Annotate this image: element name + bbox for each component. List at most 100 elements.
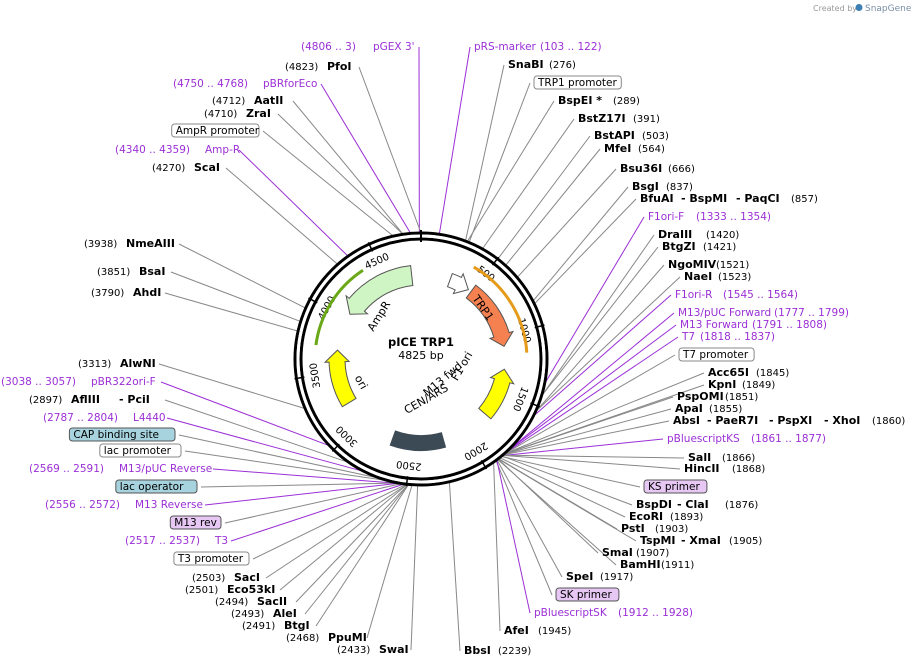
site-label: PspOMI(1851) <box>677 390 758 403</box>
site-label: ApaI(1855) <box>675 402 742 415</box>
enzyme-name: - PspXI <box>769 414 812 427</box>
site-position: (1903) <box>655 524 688 535</box>
site-label: BstAPI(503) <box>594 129 669 142</box>
primer-name: pBR322ori-F <box>91 376 156 388</box>
f1ori-feature <box>478 368 515 420</box>
leader-line <box>542 246 659 395</box>
site-label: CAP binding site <box>68 427 176 442</box>
primer-range: (2787 .. 2804) <box>43 412 118 424</box>
feature-box <box>115 479 198 494</box>
primer-label: (4806 .. 3)pGEX 3' <box>301 41 415 53</box>
leader-line <box>166 417 361 472</box>
primer-label: (2556 .. 2572)M13 Reverse <box>45 499 203 511</box>
leader-line <box>498 458 637 542</box>
leader-line <box>224 483 400 524</box>
primer-label: (3038 .. 3057)pBR322ori-F <box>1 376 156 388</box>
enzyme-name: DraIII <box>658 228 692 241</box>
leader-line <box>482 118 575 249</box>
enzyme-name: - BspMI <box>681 192 727 205</box>
leader-line <box>505 408 672 455</box>
ring-tick <box>405 476 409 487</box>
enzyme-name: SpeI <box>566 570 593 583</box>
site-label: (2468)PpuMI <box>286 631 367 644</box>
primer-range: (4750 .. 4768) <box>173 78 248 90</box>
site-label: Acc65I(1845) <box>708 366 789 379</box>
enzyme-name: BspDI <box>636 498 672 511</box>
leader-line <box>315 485 409 627</box>
primer-name: pBRforEco <box>263 78 317 90</box>
ring-tick <box>294 376 305 380</box>
enzyme-name: BbsI <box>464 644 491 657</box>
site-position: (2897) <box>29 395 62 406</box>
snapgene-logo-icon <box>855 4 863 11</box>
enzyme-name: KpnI <box>708 378 736 391</box>
site-label: TRP1 promoter <box>533 75 622 90</box>
brand-created-by: Created by <box>813 4 857 13</box>
site-position: (1868) <box>732 464 765 475</box>
feature-name: lac promoter <box>104 445 172 457</box>
primer-name: F1ori-R <box>675 289 712 301</box>
site-label: NgoMIV(1521) <box>668 258 749 271</box>
leader-line <box>503 438 664 456</box>
feature-box <box>173 551 250 566</box>
feature-box <box>533 75 622 90</box>
enzyme-name: AfeI <box>504 624 529 637</box>
primer-range: (4340 .. 4359) <box>115 144 190 156</box>
leader-line <box>292 100 403 234</box>
enzyme-name: ZraI <box>246 107 271 120</box>
site-position: (564) <box>638 144 665 155</box>
site-position: (276) <box>549 60 576 71</box>
leader-line <box>537 276 681 411</box>
enzyme-name: SnaBI <box>508 58 544 71</box>
leader-line <box>503 454 685 459</box>
site-position: (2493) <box>231 609 264 620</box>
enzyme-name: - XmaI <box>681 534 721 547</box>
feature-box <box>643 479 708 494</box>
site-position: (3313) <box>78 359 111 370</box>
leader-line <box>542 234 655 395</box>
enzyme-name: BspEI * <box>558 94 602 107</box>
ring-tick <box>308 297 318 304</box>
site-label: (2897)AflIII- PciI <box>29 393 150 406</box>
site-position: (1945) <box>538 626 571 637</box>
leader-line <box>502 455 633 506</box>
site-position: (1849) <box>742 380 775 391</box>
leader-line <box>448 482 461 652</box>
site-position: (1855) <box>709 404 742 415</box>
primer-label: (2787 .. 2804)L4440 <box>43 412 166 424</box>
enzyme-name: BstZ17I <box>578 112 626 125</box>
enzyme-name: BtgI <box>284 619 310 632</box>
leader-line <box>238 149 348 256</box>
site-label: (2501)Eco53kI <box>185 583 275 596</box>
enzyme-name: PpuMI <box>328 631 367 644</box>
site-label: BamHI(1911) <box>620 558 694 571</box>
primer-name: T7 <box>681 331 695 343</box>
site-label: BspDI- ClaI(1876) <box>636 498 758 511</box>
ring-tick <box>367 241 374 252</box>
feature-box <box>678 347 755 362</box>
enzyme-name: SalI <box>688 451 711 464</box>
enzyme-name: BtgZI <box>662 240 696 253</box>
primer-range: (1861 .. 1877) <box>751 433 826 445</box>
enzyme-name: PstI <box>621 522 645 535</box>
leader-line <box>465 64 505 241</box>
ring-tick-label: 3500 <box>308 362 323 389</box>
primer-name: M13 Forward <box>680 319 748 331</box>
site-position: (2239) <box>498 646 531 657</box>
site-position: (857) <box>791 194 818 205</box>
leader-line <box>495 461 553 596</box>
enzyme-name: ScaI <box>194 161 220 174</box>
orange-arc <box>473 265 529 353</box>
primer-label: M13 Forward(1791 .. 1808) <box>680 319 827 331</box>
primer-name: T3 <box>214 535 228 547</box>
feature-name: M13 rev <box>174 517 217 529</box>
leader-line <box>467 100 555 242</box>
leader-line <box>468 82 531 242</box>
enzyme-name: SacI <box>234 571 260 584</box>
site-position: (2491) <box>242 621 275 632</box>
primer-range: (1333 .. 1354) <box>696 211 771 223</box>
leader-line <box>534 198 637 304</box>
feature-name: TRP1 promoter <box>537 77 617 89</box>
ring-tick <box>534 324 545 329</box>
leader-line <box>537 264 665 410</box>
